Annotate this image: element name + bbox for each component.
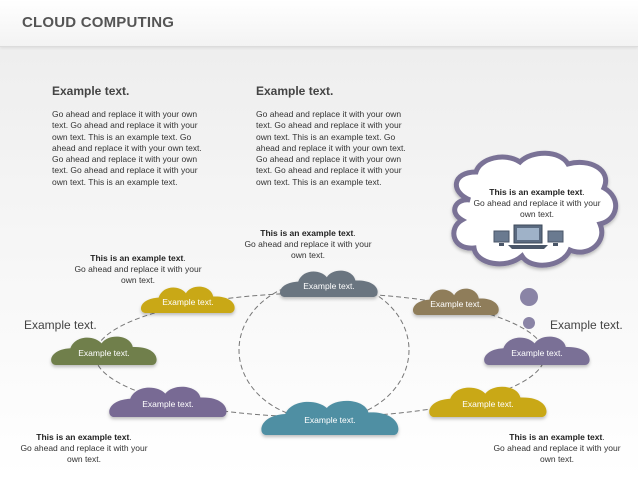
note-top-left-text: Go ahead and replace it with your own te… bbox=[74, 264, 202, 285]
note-thought-bold: This is an example text bbox=[489, 187, 583, 197]
cloud-label-top: Example text. bbox=[303, 281, 355, 291]
cloud-label-lower-left: Example text. bbox=[142, 399, 194, 409]
cloud-shape-lower-left bbox=[109, 386, 227, 417]
clouds-layer: Example text. Example text. Example text. E… bbox=[51, 270, 590, 435]
computer-icon-group bbox=[493, 224, 564, 249]
monitor-icon-left bbox=[493, 230, 510, 246]
cloud-right: Example text. bbox=[484, 336, 590, 365]
column-1-body: Go ahead and replace it with your own te… bbox=[52, 109, 202, 187]
column-2-title: Example text. bbox=[256, 84, 334, 98]
thought-dot-small bbox=[523, 317, 535, 329]
note-thought-text: Go ahead and replace it with your own te… bbox=[473, 198, 601, 219]
note-bottom-right-text: Go ahead and replace it with your own te… bbox=[493, 443, 621, 464]
cloud-lower-right: Example text. bbox=[429, 386, 547, 417]
cloud-label-upper-left: Example text. bbox=[162, 297, 214, 307]
cloud-upper-left: Example text. bbox=[141, 286, 235, 313]
cloud-shape-left bbox=[51, 336, 157, 365]
cloud-label-upper-right: Example text. bbox=[430, 299, 482, 309]
note-top-center: This is an example text. Go ahead and re… bbox=[244, 228, 372, 260]
note-bottom-right: This is an example text. Go ahead and re… bbox=[493, 432, 621, 464]
cloud-label-left: Example text. bbox=[78, 348, 130, 358]
note-bottom-left-bold: This is an example text bbox=[36, 432, 130, 442]
cloud-shape-upper-right bbox=[412, 288, 499, 315]
orbit-ellipse-vertical bbox=[238, 279, 410, 421]
thought-dot-large bbox=[520, 288, 538, 306]
cloud-label-bottom: Example text. bbox=[304, 415, 356, 425]
side-label-left: Example text. bbox=[24, 318, 97, 332]
cloud-shape-upper-left bbox=[141, 286, 235, 313]
cloud-top: Example text. bbox=[280, 270, 378, 297]
cloud-shape-top bbox=[280, 270, 378, 297]
page-title: CLOUD COMPUTING bbox=[22, 14, 175, 31]
cloud-lower-left: Example text. bbox=[109, 386, 227, 417]
note-top-left-bold: This is an example text bbox=[90, 253, 184, 263]
monitor-icon-right bbox=[547, 230, 564, 246]
note-top-center-bold: This is an example text bbox=[260, 228, 354, 238]
note-bottom-left: This is an example text. Go ahead and re… bbox=[20, 432, 148, 464]
header-bar: CLOUD COMPUTING bbox=[0, 0, 638, 47]
note-bottom-right-bold: This is an example text bbox=[509, 432, 603, 442]
note-top-center-text: Go ahead and replace it with your own te… bbox=[244, 239, 372, 260]
column-1-title: Example text. bbox=[52, 84, 130, 98]
note-thought-bubble: This is an example text. Go ahead and re… bbox=[473, 187, 601, 219]
cloud-shape-lower-right bbox=[429, 386, 547, 417]
note-bottom-left-text: Go ahead and replace it with your own te… bbox=[20, 443, 148, 464]
cloud-left: Example text. bbox=[51, 336, 157, 365]
note-top-left: This is an example text. Go ahead and re… bbox=[74, 253, 202, 285]
side-label-right: Example text. bbox=[550, 318, 623, 332]
cloud-upper-right: Example text. bbox=[412, 288, 499, 315]
laptop-icon bbox=[508, 224, 548, 249]
cloud-label-right: Example text. bbox=[511, 348, 563, 358]
cloud-label-lower-right: Example text. bbox=[462, 399, 514, 409]
column-2-body: Go ahead and replace it with your own te… bbox=[256, 109, 406, 187]
cloud-shape-right bbox=[484, 336, 590, 365]
cloud-shape-bottom bbox=[261, 400, 399, 435]
cloud-bottom: Example text. bbox=[261, 400, 399, 435]
